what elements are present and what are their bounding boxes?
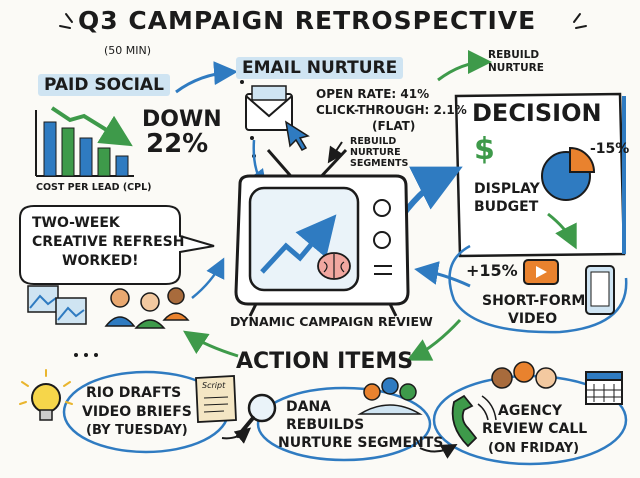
arrow-tv-to-actions-left [183,330,239,358]
cpl-bar-5 [115,155,129,177]
duration-label: (50 min) [104,44,152,57]
video-change: +15% [466,261,518,280]
cursor-icon [284,120,310,151]
arrow-video-to-actions [406,318,462,361]
arrow-note-to-tv [327,141,344,164]
arrow-item2-to-item3 [419,444,458,459]
display-budget-change: -15% [590,141,630,157]
arrow-people-to-tv [191,257,225,299]
action-items-heading: Action Items [236,349,414,374]
tv-icon [234,148,410,317]
display-budget-line2: budget [474,199,539,215]
paid-social-change-line1: Down [142,107,222,132]
center-label: Dynamic Campaign Review [230,314,433,329]
magnifier-icon [236,393,277,438]
rebuild-note-line3: segments [350,158,409,169]
action-item-2-loop [256,386,432,462]
rebuild-note-line1: Rebuild [350,136,397,147]
dollar-icon: $ [474,132,495,167]
bubble-line3: worked! [62,253,139,269]
cpl-bar-3 [79,137,93,177]
action-item-1-line1: Rio drafts [86,385,182,401]
play-icon [523,259,559,285]
cpl-bar-1 [43,121,57,177]
arrow-video-to-tv [414,261,471,288]
page-title: Q3 Campaign Retrospective [78,6,537,35]
arrow-budget-to-video [547,212,577,250]
paid-social-change-line2: 22% [146,129,209,159]
lightbulb-icon [19,369,73,421]
script-label: Script [202,381,226,390]
phone-icon [451,394,497,448]
bubble-line1: Two-week [32,215,120,231]
action-item-3-line3: (on Friday) [488,441,580,456]
action-item-3-line2: review call [482,421,588,437]
arrow-paid-to-email [175,61,238,94]
paid-social-heading: Paid Social [38,74,170,96]
action-item-2-line1: Dana [286,399,332,415]
video-line2: video [508,311,558,327]
rebuild-nurture-line1: Rebuild [488,49,540,61]
bubble-line2: creative refresh [32,234,185,250]
decision-heading: Decision [472,99,602,127]
title-sparkles [59,13,587,29]
display-budget-line1: Display [474,181,540,197]
arrow-to-rebuild-nurture [437,50,492,82]
open-rate-metric: Open rate: 41% [316,87,430,101]
cpl-bar-chart [35,106,134,177]
click-through-metric: Click-through: 2.1% [316,103,467,117]
action-item-1-line2: video briefs [82,404,192,420]
photo-icon [27,285,87,325]
action-item-2-line3: nurture segments [278,435,444,451]
arrow-item1-to-item2 [221,427,252,444]
agency-faces-icon [491,361,557,389]
flat-note: (flat) [372,119,416,133]
rebuild-note-line2: nurture [350,147,401,158]
cpl-chart-label: Cost per lead (CPL) [36,182,152,193]
team-people-icon [104,287,190,329]
cpl-bar-2 [61,127,75,177]
arrow-tv-to-decision [399,166,463,218]
speech-bubble [19,205,215,285]
rebuild-nurture-line2: nurture [488,62,544,74]
script-icon [195,375,237,423]
envelope-icon [245,85,293,131]
pie-chart-icon [541,146,596,201]
email-nurture-heading: Email Nurture [236,57,404,79]
video-line1: Short-form [482,293,586,309]
video-swirl [448,244,628,334]
action-item-2-line2: rebuilds [286,417,365,433]
action-item-1-line3: (by Tuesday) [86,423,188,438]
phone-device-icon [585,265,615,315]
cpl-bar-4 [97,147,111,177]
calendar-icon [585,371,623,405]
brain-icon [317,252,351,280]
people-group-icon [357,377,423,415]
action-item-3-line1: Agency [498,403,563,419]
